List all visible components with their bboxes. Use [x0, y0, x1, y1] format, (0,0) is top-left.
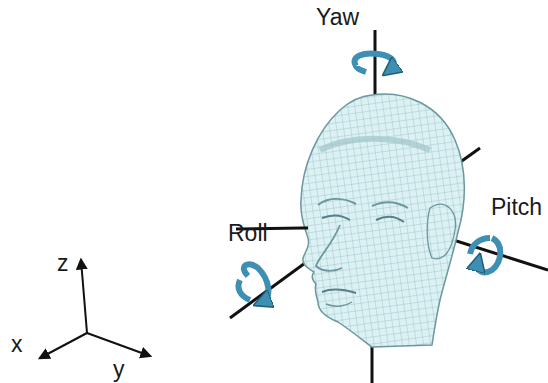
coordinate-frame: [40, 260, 150, 358]
head-mesh: [301, 94, 465, 347]
rotation-label: Roll: [228, 222, 268, 245]
axis-label: z: [57, 252, 69, 275]
rotation-axes: [230, 30, 548, 383]
axis-label: x: [11, 333, 23, 356]
rotation-arrows: [238, 54, 500, 303]
axis-label: y: [113, 358, 125, 381]
rotation-label: Pitch: [491, 196, 542, 219]
rotation-label: Yaw: [316, 6, 359, 29]
